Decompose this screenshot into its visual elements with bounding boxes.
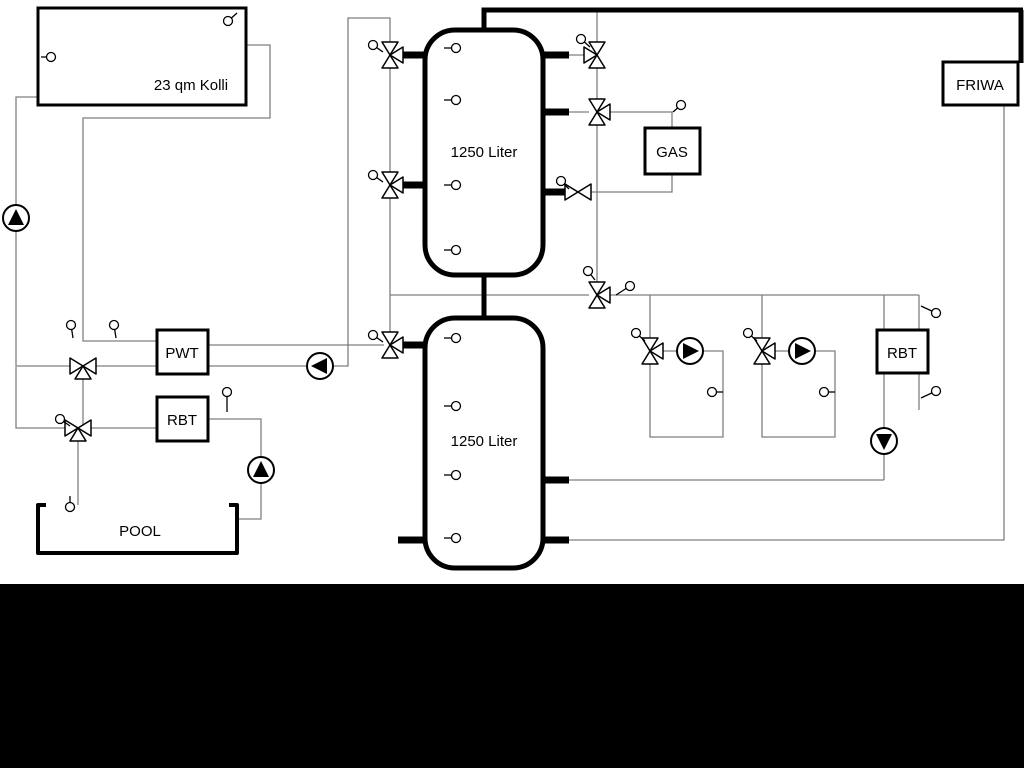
buffer-tank-top: 1250 Liter (422, 27, 546, 278)
pwt-label: PWT (165, 345, 198, 362)
sensor-icon (41, 51, 57, 63)
pump-icon (247, 456, 275, 484)
sensor-icon (444, 244, 462, 256)
collector-outline (36, 6, 248, 107)
bottom-black-band (0, 584, 1024, 768)
pipe-main (481, 7, 1023, 32)
pool-label: POOL (119, 523, 161, 540)
three-way-valve-icon (588, 98, 611, 126)
pipes-thick (398, 7, 1024, 544)
sensor-icon (742, 327, 758, 342)
pump-icon (2, 204, 30, 232)
tank-bottom-outline (422, 315, 546, 571)
three-way-valve-icon (753, 337, 776, 365)
pump-icon (676, 337, 704, 365)
sensor-icon (444, 532, 462, 544)
rbt-right-label: RBT (887, 345, 917, 362)
pump-icon (788, 337, 816, 365)
sensor-icon (367, 169, 384, 183)
three-way-valve-icon (641, 337, 664, 365)
pwt-box: PWT (155, 328, 210, 376)
symbols (2, 12, 942, 544)
pipe (15, 367, 157, 429)
buffer-tank-bottom: 1250 Liter (422, 315, 546, 571)
sensor-icon (920, 385, 942, 399)
pool-basin: POOL (36, 503, 239, 555)
three-way-valve-icon (69, 357, 97, 380)
friwa-box: FRIWA (941, 60, 1020, 107)
friwa-outline (941, 60, 1020, 107)
sensor-icon (444, 332, 462, 344)
pipe (761, 350, 836, 438)
sensor-icon (65, 319, 77, 339)
sensor-icon (221, 386, 233, 412)
sensor-icon (367, 39, 384, 53)
friwa-label: FRIWA (956, 77, 1004, 94)
tank-bottom-label: 1250 Liter (451, 433, 518, 450)
sensor-icon (444, 94, 462, 106)
sensor-icon (64, 496, 76, 513)
three-way-valve-icon (381, 331, 404, 359)
sensor-icon (444, 400, 462, 412)
three-way-valve-icon (381, 171, 404, 199)
sensor-icon (108, 319, 120, 339)
pipe (568, 105, 1005, 541)
sensor-icon (818, 386, 835, 398)
sensor-icon (672, 99, 687, 113)
rbt-right-box: RBT (875, 328, 930, 375)
three-way-valve-icon (588, 281, 611, 309)
collector-box: 23 qm Kolli (36, 6, 248, 107)
sensor-icon (444, 42, 462, 54)
pipe (591, 174, 673, 193)
pipe (208, 17, 391, 367)
tank-top-label: 1250 Liter (451, 144, 518, 161)
pool-outline (36, 503, 239, 555)
sensor-icon (706, 386, 723, 398)
sensor-icon (367, 329, 384, 343)
collector-label: 23 qm Kolli (154, 77, 228, 94)
three-way-valve-icon (381, 41, 404, 69)
sensor-icon (920, 305, 942, 319)
gas-label: GAS (656, 144, 688, 161)
sensor-icon (54, 413, 71, 427)
sensor-icon (222, 12, 238, 27)
sensor-icon (615, 280, 636, 296)
pipe (649, 350, 724, 438)
sensor-icon (575, 33, 591, 48)
pipe (610, 111, 673, 128)
gas-box: GAS (643, 126, 702, 176)
sensor-icon (555, 175, 570, 190)
rbt-right-outline (875, 328, 930, 375)
rbt-left-box: RBT (155, 395, 210, 443)
sensor-icon (582, 265, 596, 281)
pump-icon (306, 352, 334, 380)
pump-icon (870, 427, 898, 455)
sensor-icon (444, 179, 462, 191)
rbt-left-outline (155, 395, 210, 443)
tank-top-outline (422, 27, 546, 278)
three-way-valve-icon (583, 41, 606, 69)
rbt-left-label: RBT (167, 412, 197, 429)
sensor-icon (630, 327, 646, 342)
sensor-icon (444, 469, 462, 481)
gas-outline (643, 126, 702, 176)
pipe (82, 44, 271, 342)
pwt-outline (155, 328, 210, 376)
